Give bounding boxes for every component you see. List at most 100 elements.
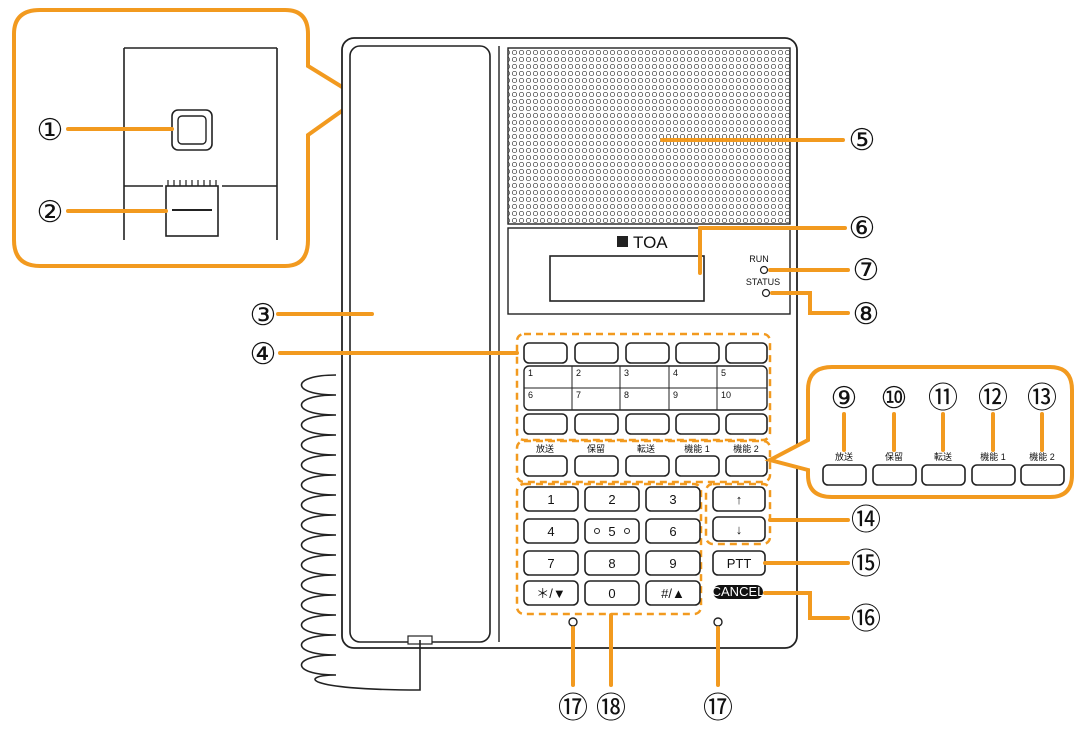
station-number: 5 <box>721 368 726 378</box>
tactile-dot-icon <box>594 528 600 534</box>
arrow-up-icon: ↑ <box>736 492 743 507</box>
callout-number: ⑦ <box>853 253 880 288</box>
callout-number: ① <box>37 113 64 148</box>
toa-logo: TOA <box>617 233 668 252</box>
station-key[interactable] <box>574 413 619 435</box>
function-key-label: 保留 <box>885 451 903 462</box>
dial-key[interactable] <box>584 486 640 512</box>
station-number: 9 <box>673 390 678 400</box>
station-number: 4 <box>673 368 678 378</box>
station-key[interactable] <box>625 342 670 364</box>
function-key-zoom: 放送 保留 転送 機能 1 機能 2 <box>764 365 1074 499</box>
run-indicator <box>759 265 769 275</box>
function-key-label: 機能 1 <box>684 443 710 454</box>
function-key-label: 機能 2 <box>733 443 759 454</box>
station-key[interactable] <box>625 413 670 435</box>
callout-number: ⑥ <box>849 211 876 246</box>
microphone-icon <box>568 617 578 627</box>
dial-key-label: 8 <box>608 556 615 571</box>
function-key-label: 保留 <box>587 443 605 454</box>
arrow-down-icon: ↓ <box>736 522 743 537</box>
dial-key[interactable] <box>523 518 579 544</box>
function-key-label: 放送 <box>536 443 554 454</box>
station-keys: 1 2 3 4 5 6 7 8 9 10 <box>523 342 768 435</box>
down-key[interactable] <box>712 516 766 542</box>
svg-text:TOA: TOA <box>633 233 668 252</box>
station-key[interactable] <box>725 413 768 435</box>
callout-number: ④ <box>250 337 277 372</box>
status-indicator <box>761 288 771 298</box>
station-number: 7 <box>576 390 581 400</box>
dial-key-label: 3 <box>669 492 676 507</box>
dial-key[interactable] <box>645 550 701 576</box>
station-key[interactable] <box>523 342 568 364</box>
station-key[interactable] <box>675 413 720 435</box>
callout-number: ⑤ <box>849 123 876 158</box>
dial-key[interactable] <box>523 580 579 606</box>
cancel-key[interactable] <box>713 585 763 599</box>
dial-key-label: 4 <box>547 524 554 539</box>
function1-key[interactable] <box>675 455 720 477</box>
dial-key-label: 9 <box>669 556 676 571</box>
ptt-label: PTT <box>727 556 752 571</box>
station-key[interactable] <box>523 413 568 435</box>
callout-number: ⑬ <box>1027 381 1057 416</box>
callout-number: ⑮ <box>851 547 881 582</box>
station-key[interactable] <box>725 342 768 364</box>
dial-key[interactable] <box>645 486 701 512</box>
callout-number: ⑪ <box>928 381 958 416</box>
run-label: RUN <box>749 254 769 264</box>
function1-key[interactable] <box>971 464 1016 486</box>
dial-key[interactable] <box>584 580 640 606</box>
handset[interactable] <box>349 45 491 643</box>
function-key-label: 転送 <box>637 443 655 454</box>
callout-number: ⑭ <box>851 503 881 538</box>
transfer-key[interactable] <box>625 455 670 477</box>
station-key[interactable] <box>675 342 720 364</box>
dial-key-label: ＊/▼ <box>536 586 565 601</box>
function-key-label: 放送 <box>835 451 853 462</box>
transfer-key[interactable] <box>921 464 966 486</box>
up-key[interactable] <box>712 486 766 512</box>
broadcast-key[interactable] <box>822 464 867 486</box>
callout-number: ⑯ <box>851 602 881 637</box>
dial-key[interactable] <box>523 486 579 512</box>
dial-key[interactable] <box>645 580 701 606</box>
callout-number: ③ <box>250 298 277 333</box>
dialpad: 1 2 3 4 5 6 7 8 9 ＊/▼ 0 #/▲ <box>523 486 701 606</box>
dial-key-label: 2 <box>608 492 615 507</box>
function2-key[interactable] <box>725 455 768 477</box>
callout-number: ⑨ <box>831 381 858 416</box>
function-keys: 放送 保留 転送 機能 1 機能 2 <box>523 443 768 477</box>
dial-key[interactable] <box>584 550 640 576</box>
hold-key[interactable] <box>872 464 917 486</box>
station-key[interactable] <box>574 342 619 364</box>
function2-key[interactable] <box>1020 464 1065 486</box>
dial-key[interactable] <box>523 550 579 576</box>
station-number: 8 <box>624 390 629 400</box>
tactile-dot-icon <box>624 528 630 534</box>
callout-number: ⑰ <box>703 691 733 726</box>
dial-key-label: 7 <box>547 556 554 571</box>
callout-number: ⑫ <box>978 381 1008 416</box>
dial-key-label: 1 <box>547 492 554 507</box>
function-key-label: 機能 1 <box>980 451 1006 462</box>
callout-number: ② <box>37 195 64 230</box>
lcd-display <box>549 255 705 302</box>
broadcast-key[interactable] <box>523 455 568 477</box>
coiled-cord <box>300 374 421 691</box>
function-key-label: 機能 2 <box>1029 451 1055 462</box>
microphone-icon <box>713 617 723 627</box>
dial-key-label: 6 <box>669 524 676 539</box>
callout-number: ⑩ <box>881 381 908 416</box>
station-number: 1 <box>528 368 533 378</box>
station-number: 2 <box>576 368 581 378</box>
callout-number: ⑱ <box>596 691 626 726</box>
status-label: STATUS <box>746 277 780 287</box>
dial-key[interactable] <box>645 518 701 544</box>
hold-key[interactable] <box>574 455 619 477</box>
dial-key[interactable] <box>584 518 640 544</box>
callout-number: ⑰ <box>558 691 588 726</box>
dial-key-label: 5 <box>608 524 615 539</box>
